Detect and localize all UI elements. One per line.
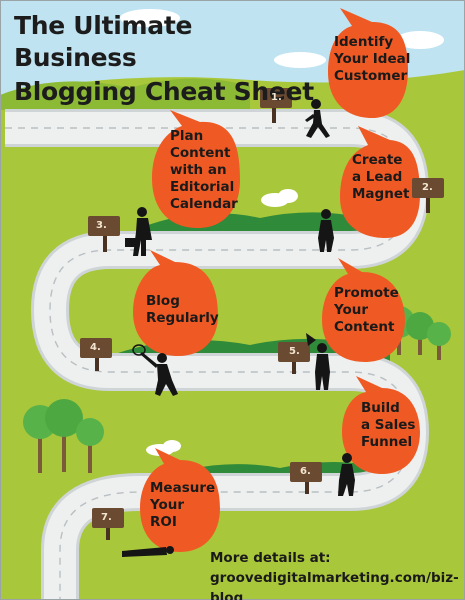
step-3-line: with an	[170, 162, 227, 178]
step-1-label: Identify Your Ideal Customer	[334, 34, 410, 85]
page-title: The Ultimate Business Blogging Cheat She…	[14, 10, 314, 108]
footer-details: More details at: groovedigitalmarketing.…	[210, 548, 465, 600]
person-with-briefcase-icon	[125, 207, 152, 256]
step-5-label: Promote Your Content	[334, 285, 399, 336]
step-3-line: Calendar	[170, 196, 238, 212]
signpost	[92, 508, 124, 540]
footer-url: groovedigitalmarketing.com/biz-blog	[210, 570, 459, 600]
step-1-number: 1.	[271, 92, 282, 103]
step-1-line: Customer	[334, 68, 408, 84]
step-6-line: a Sales	[361, 417, 416, 433]
signpost	[412, 178, 444, 213]
step-7-line: Measure	[150, 480, 216, 496]
title-line-2: Blogging Cheat Sheet	[14, 77, 314, 106]
speech-bubble	[133, 8, 420, 552]
step-4-label: Blog Regularly	[146, 293, 219, 327]
step-2-line: Create	[352, 152, 403, 168]
title-line-1: The Ultimate Business	[14, 11, 193, 72]
step-6-label: Build a Sales Funnel	[361, 400, 415, 451]
person-with-net-icon	[132, 344, 178, 396]
footer-line-1: More details at:	[210, 550, 331, 566]
step-2-number: 2.	[422, 182, 433, 193]
step-7-line: Your	[150, 497, 185, 513]
walking-person-icon	[305, 99, 330, 138]
step-5-line: Promote	[334, 285, 399, 301]
cloud-icon	[120, 9, 444, 68]
step-2-line: a Lead	[352, 169, 403, 185]
step-6-number: 6.	[300, 466, 311, 477]
step-7-line: ROI	[150, 514, 177, 530]
signpost	[278, 342, 310, 374]
step-5-number: 5.	[289, 346, 300, 357]
step-2-label: Create a Lead Magnet	[352, 152, 409, 203]
step-3-line: Content	[170, 145, 231, 161]
step-4-line: Blog	[146, 293, 180, 309]
signpost	[290, 462, 322, 494]
step-3-number: 3.	[96, 220, 107, 231]
cloud-icon	[146, 189, 298, 456]
step-1-line: Your Ideal	[334, 51, 411, 67]
step-4-line: Regularly	[146, 310, 219, 326]
tree-icon	[23, 399, 104, 473]
step-1-line: Identify	[334, 34, 394, 50]
step-2-line: Magnet	[352, 186, 410, 202]
person-with-megaphone-icon	[306, 333, 330, 390]
step-5-line: Your	[334, 302, 369, 318]
hill	[0, 78, 250, 110]
walking-person-icon	[338, 453, 355, 496]
step-7-label: Measure Your ROI	[150, 480, 215, 531]
step-7-number: 7.	[101, 512, 112, 523]
step-5-line: Content	[334, 319, 395, 335]
step-4-number: 4.	[90, 342, 101, 353]
lying-person-icon	[122, 546, 174, 557]
step-6-line: Build	[361, 400, 400, 416]
step-3-line: Editorial	[170, 179, 235, 195]
step-3-label: Plan Content with an Editorial Calendar	[170, 128, 238, 213]
signpost	[88, 216, 120, 252]
standing-person-icon	[318, 209, 334, 252]
signpost	[260, 88, 292, 123]
signpost	[80, 338, 112, 371]
step-6-line: Funnel	[361, 434, 413, 450]
step-3-line: Plan	[170, 128, 204, 144]
